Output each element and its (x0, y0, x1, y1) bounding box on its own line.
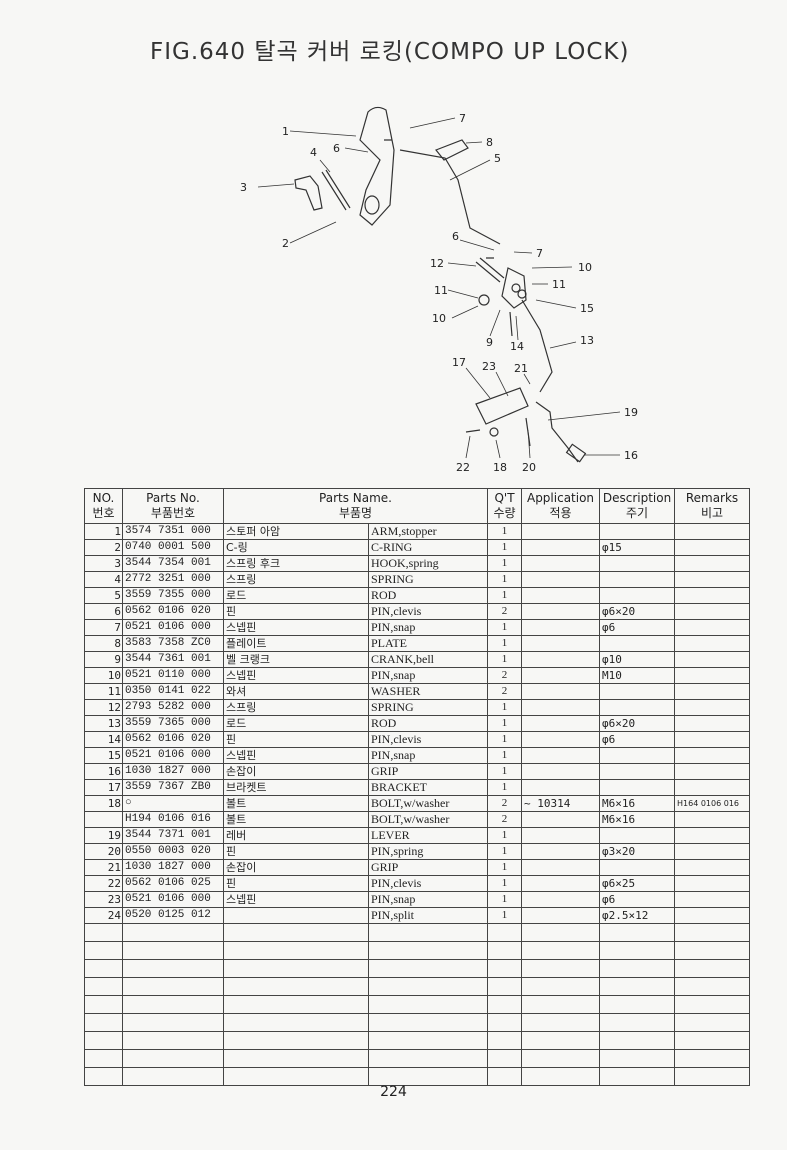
bracket-part (475, 387, 529, 425)
col-parts-no: Parts No.부품번호 (122, 488, 224, 524)
callout-label: 20 (522, 461, 536, 474)
washer-part (478, 294, 490, 306)
callout-label: 22 (456, 461, 470, 474)
empty-row (84, 959, 751, 978)
col-no: NO.번호 (84, 488, 123, 524)
callout-label: 3 (240, 181, 247, 194)
empty-row (84, 977, 751, 996)
empty-row (84, 1049, 751, 1068)
lever-part (535, 401, 579, 463)
callout-label: 11 (552, 278, 566, 291)
callout-label: 8 (486, 136, 493, 149)
callout-label: 9 (486, 336, 493, 349)
callout-label: 5 (494, 152, 501, 165)
callout-label: 19 (624, 406, 638, 419)
callout-label: 11 (434, 284, 448, 297)
callout-label: 14 (510, 340, 524, 353)
empty-row (84, 1031, 751, 1050)
callout-label: 4 (310, 146, 317, 159)
empty-row (84, 995, 751, 1014)
callout-label: 21 (514, 362, 528, 375)
callout-label: 10 (578, 261, 592, 274)
spring-part (321, 169, 351, 211)
callout-label: 7 (459, 112, 466, 125)
rod-13-part (521, 299, 553, 393)
plate-part (435, 139, 469, 161)
callout-label: 13 (580, 334, 594, 347)
grip-16-part (565, 443, 587, 463)
empty-row (84, 1067, 751, 1086)
callout-label: 6 (452, 230, 459, 243)
callout-label: 18 (493, 461, 507, 474)
callout-label: 16 (624, 449, 638, 462)
rod-5-part (399, 149, 501, 245)
callout-label: 23 (482, 360, 496, 373)
c-ring-part (364, 195, 380, 215)
bell-crank-part (501, 267, 527, 309)
empty-row (84, 923, 751, 942)
page-title: FIG.640 탈곡 커버 로킹(COMPO UP LOCK) (150, 39, 630, 65)
callout-label: 2 (282, 237, 289, 250)
page-number: 224 (380, 1084, 407, 1100)
col-parts-name: Parts Name.부품명 (222, 488, 489, 524)
callout-label: 17 (452, 356, 466, 369)
callout-label: 15 (580, 302, 594, 315)
spring-12-part (475, 257, 505, 283)
callout-label: 12 (430, 257, 444, 270)
exploded-parts-diagram: 1 2 3 4 5 6 7 8 6 7 12 10 11 11 15 10 9 … (240, 106, 638, 474)
empty-row (84, 1013, 751, 1032)
hook-spring-part (294, 175, 323, 211)
arm-stopper-part (359, 106, 395, 226)
callout-label: 7 (536, 247, 543, 260)
callout-label: 6 (333, 142, 340, 155)
callout-label: 1 (282, 125, 289, 138)
empty-row (84, 941, 751, 960)
callout-label: 10 (432, 312, 446, 325)
